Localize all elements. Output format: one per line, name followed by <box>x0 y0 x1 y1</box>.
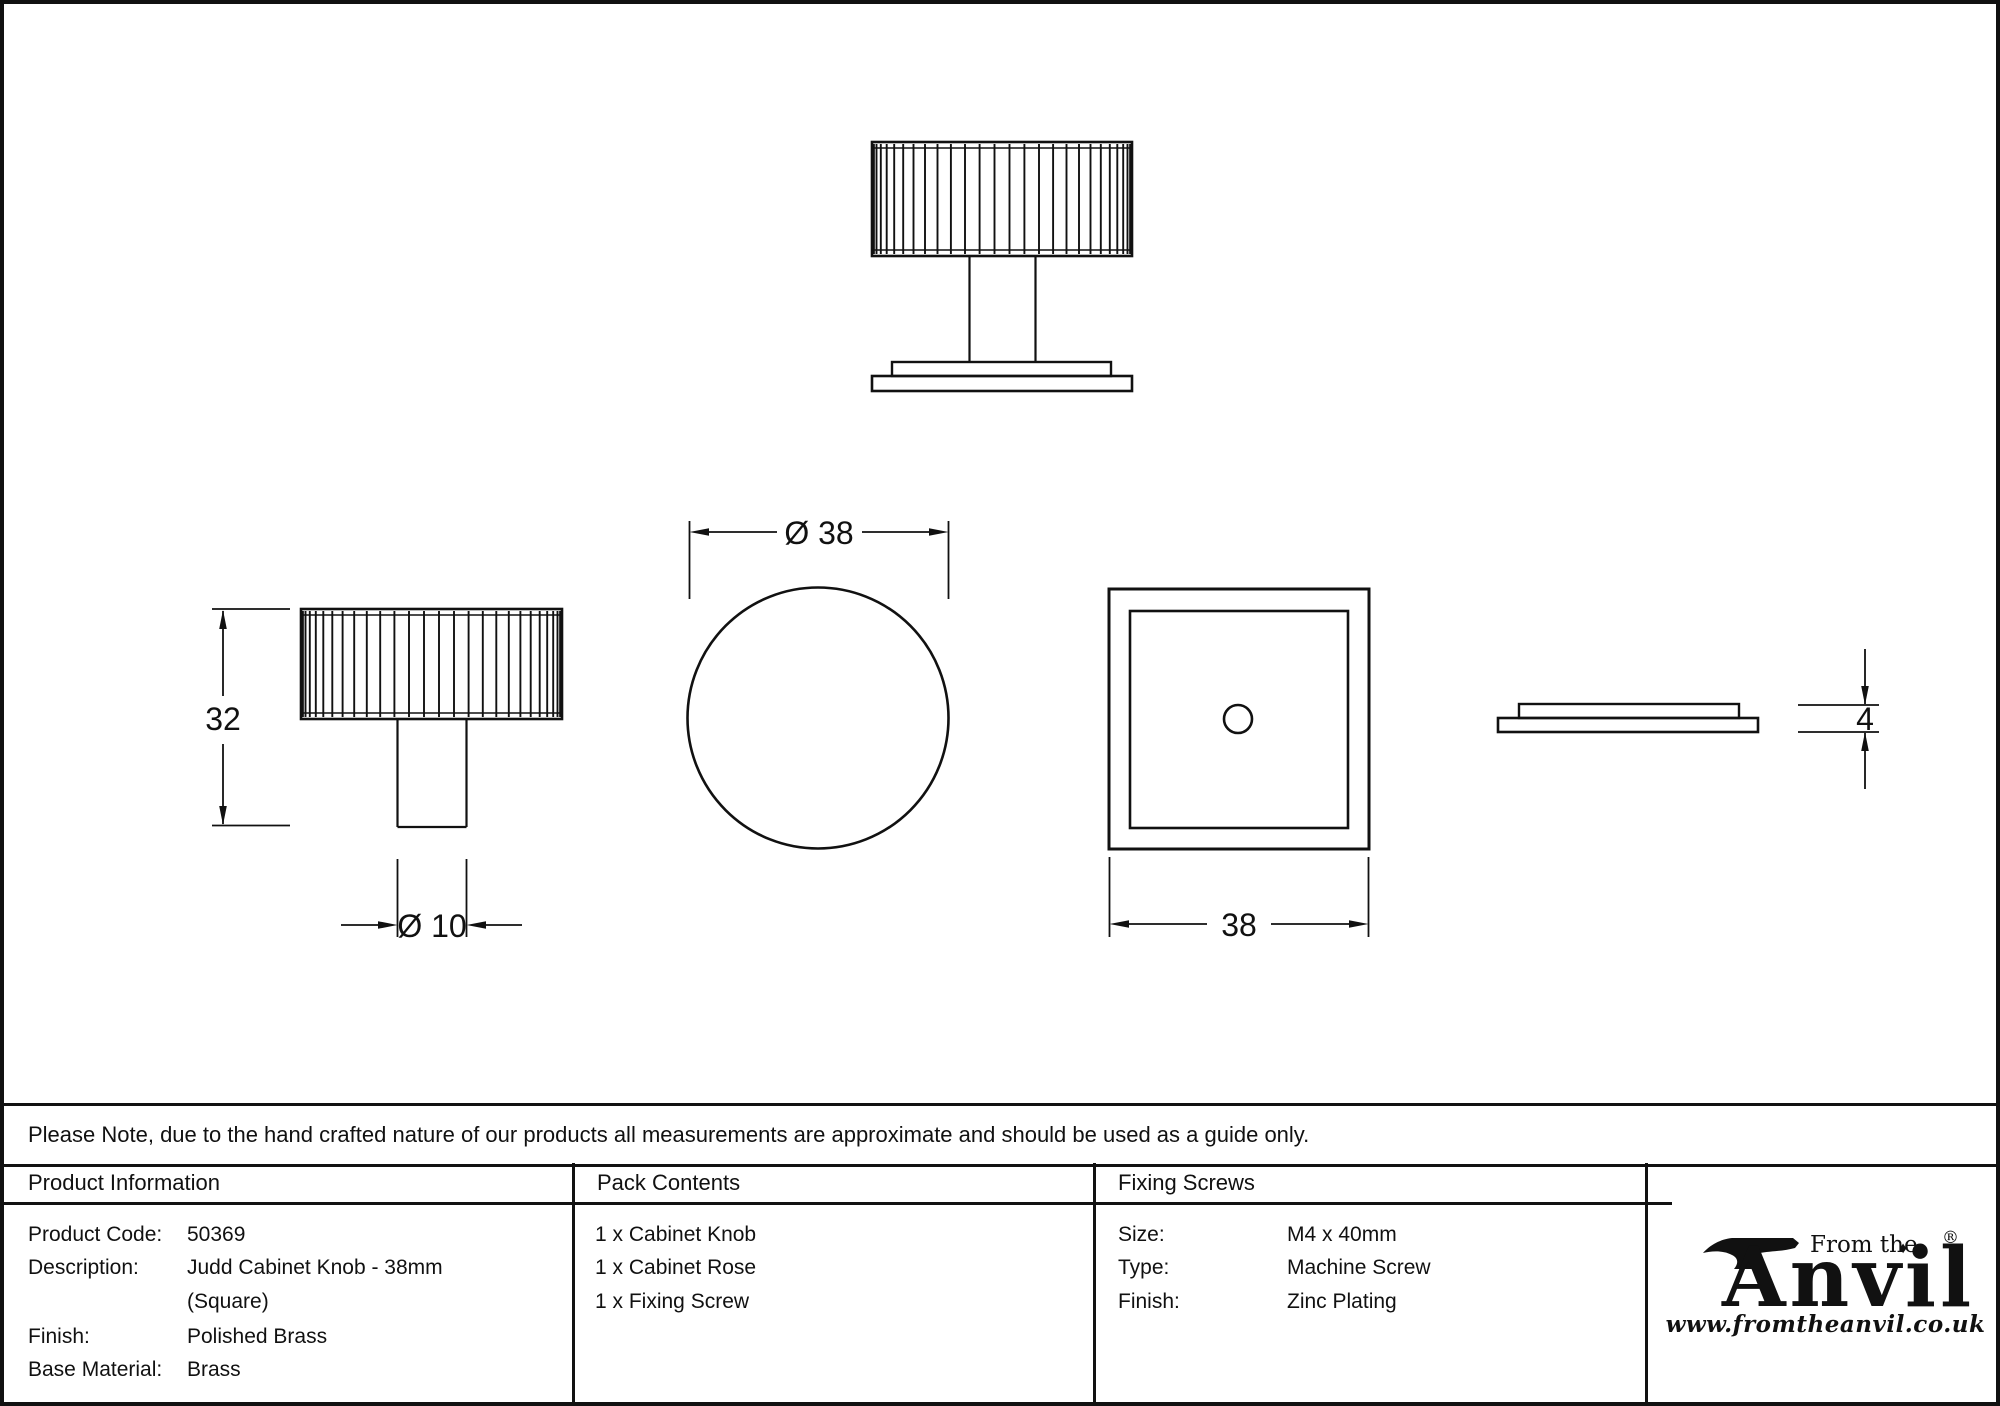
screw-type-label: Type: <box>1118 1256 1170 1279</box>
dim-label-stem-diameter: Ø 10 <box>397 908 466 944</box>
knurl-flutes-front-view <box>301 611 562 717</box>
base-material-value: Brass <box>187 1358 241 1381</box>
dimension-knob-diameter-38: Ø 38 <box>688 515 950 599</box>
dimension-square-width-38: 38 <box>1108 857 1370 943</box>
screw-size-value: M4 x 40mm <box>1287 1223 1397 1246</box>
finish-label: Finish: <box>28 1325 90 1348</box>
dim-label-square-width: 38 <box>1221 907 1257 943</box>
dimension-stem-diameter-10: Ø 10 <box>341 859 522 944</box>
table-divider-1 <box>572 1163 575 1402</box>
description-label: Description: <box>28 1256 139 1279</box>
measurement-note: Please Note, due to the hand crafted nat… <box>4 1103 1996 1167</box>
table-divider-2 <box>1093 1163 1096 1402</box>
logo-brand-name: Anvil <box>1722 1230 1976 1326</box>
registered-trademark-icon: ® <box>1942 1228 1959 1248</box>
dim-label-rose-thickness: 4 <box>1856 701 1874 737</box>
screw-type-value: Machine Screw <box>1287 1256 1431 1279</box>
header-product-information: Product Information <box>4 1163 597 1205</box>
dimension-height-32: 32 <box>205 608 290 827</box>
diamond-icon: ♦ <box>1899 1240 1908 1257</box>
note-text: Please Note, due to the hand crafted nat… <box>28 1122 1310 1147</box>
dim-label-knob-diameter: Ø 38 <box>784 515 853 551</box>
knob-front-view <box>299 607 564 829</box>
base-material-label: Base Material: <box>28 1358 163 1381</box>
screw-finish-label: Finish: <box>1118 1290 1180 1313</box>
description-value-line1: Judd Cabinet Knob - 38mm <box>187 1256 443 1279</box>
technical-drawing: 32 Ø 10 Ø 38 <box>205 140 1879 944</box>
knurl-flutes-top-view <box>872 144 1132 254</box>
dimension-rose-thickness-4: 4 <box>1798 649 1879 789</box>
screw-size-label: Size: <box>1118 1223 1165 1246</box>
screw-finish-value: Zinc Plating <box>1287 1290 1397 1313</box>
rose-plan-view-square <box>1107 587 1371 851</box>
knob-rose-elevation-view <box>870 140 1134 393</box>
pack-item-1: 1 x Cabinet Knob <box>595 1223 757 1246</box>
anvil-icon <box>1703 1238 1799 1269</box>
header-fixing-screws-label: Fixing Screws <box>1118 1170 1255 1195</box>
fixing-hole <box>1222 703 1254 735</box>
finish-value: Polished Brass <box>187 1325 328 1348</box>
table-divider-3 <box>1645 1163 1648 1402</box>
header-pack-contents: Pack Contents <box>573 1163 1117 1205</box>
header-fixing-screws: Fixing Screws <box>1093 1163 1672 1205</box>
product-code-label: Product Code: <box>28 1223 163 1246</box>
dim-label-height: 32 <box>205 701 241 737</box>
header-product-information-label: Product Information <box>28 1170 220 1195</box>
description-value-line2: (Square) <box>187 1290 269 1313</box>
logo-tagline: From the <box>1810 1232 1918 1258</box>
logo-website: www.fromtheanvil.co.uk <box>1665 1311 1986 1338</box>
pack-item-2: 1 x Cabinet Rose <box>595 1256 757 1279</box>
knob-plan-view-circle <box>686 586 950 850</box>
product-code-value: 50369 <box>187 1223 246 1246</box>
rose-side-profile-view <box>1496 702 1760 734</box>
pack-item-3: 1 x Fixing Screw <box>595 1290 750 1313</box>
header-pack-contents-label: Pack Contents <box>597 1170 741 1195</box>
